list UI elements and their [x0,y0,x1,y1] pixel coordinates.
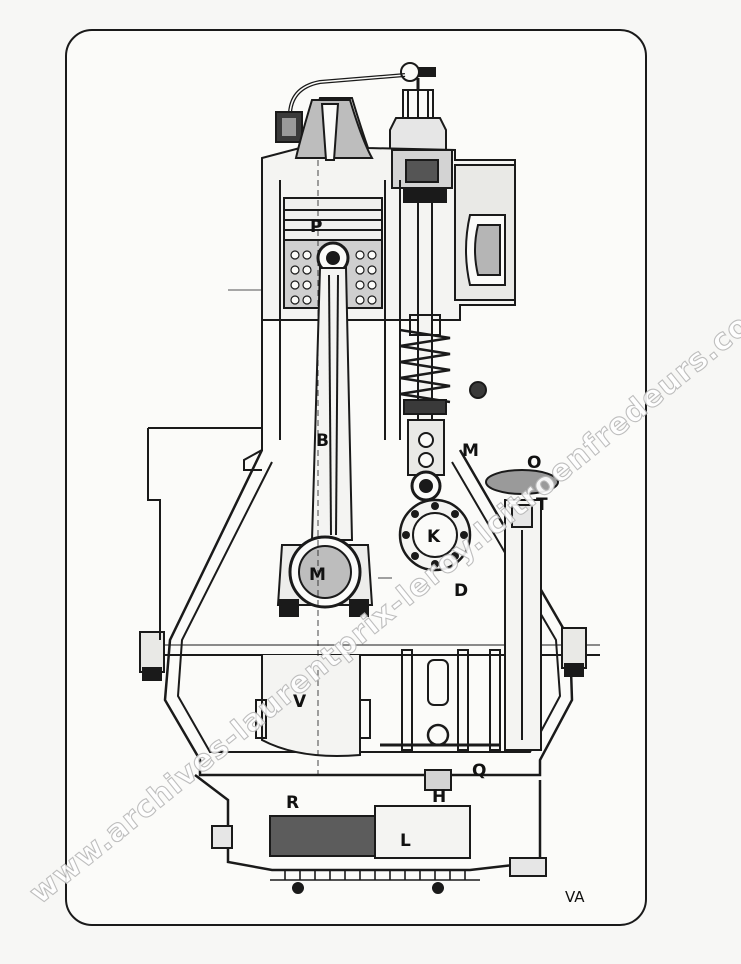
cylinder-wall-left [243,160,263,471]
label-k: K [427,527,441,547]
oil-pan-plate [374,805,471,859]
label-o: O [527,453,541,473]
label-r: R [286,793,299,813]
cooling-fins [270,870,480,881]
piston-holes [290,250,377,305]
oil-level [269,815,376,857]
oil-pump [380,649,501,791]
label-d: D [454,581,468,601]
label-l: L [400,831,411,851]
label-t: T [536,495,548,515]
label-m-valve: M [462,441,479,461]
mount-bracket [147,427,262,640]
label-m-crank: M [309,565,326,585]
engine-drawing [139,62,600,894]
flywheel-lower [261,655,361,757]
label-v: V [293,692,307,712]
adjuster-knob [469,381,487,399]
label-q: Q [472,761,486,781]
label-b: B [316,431,329,451]
right-flange-bolt [561,627,587,669]
label-h: H [432,787,446,807]
connecting-rod [310,267,354,541]
signature: VA [565,888,585,906]
label-p: P [310,217,322,237]
oil-filler-cap [485,469,559,495]
